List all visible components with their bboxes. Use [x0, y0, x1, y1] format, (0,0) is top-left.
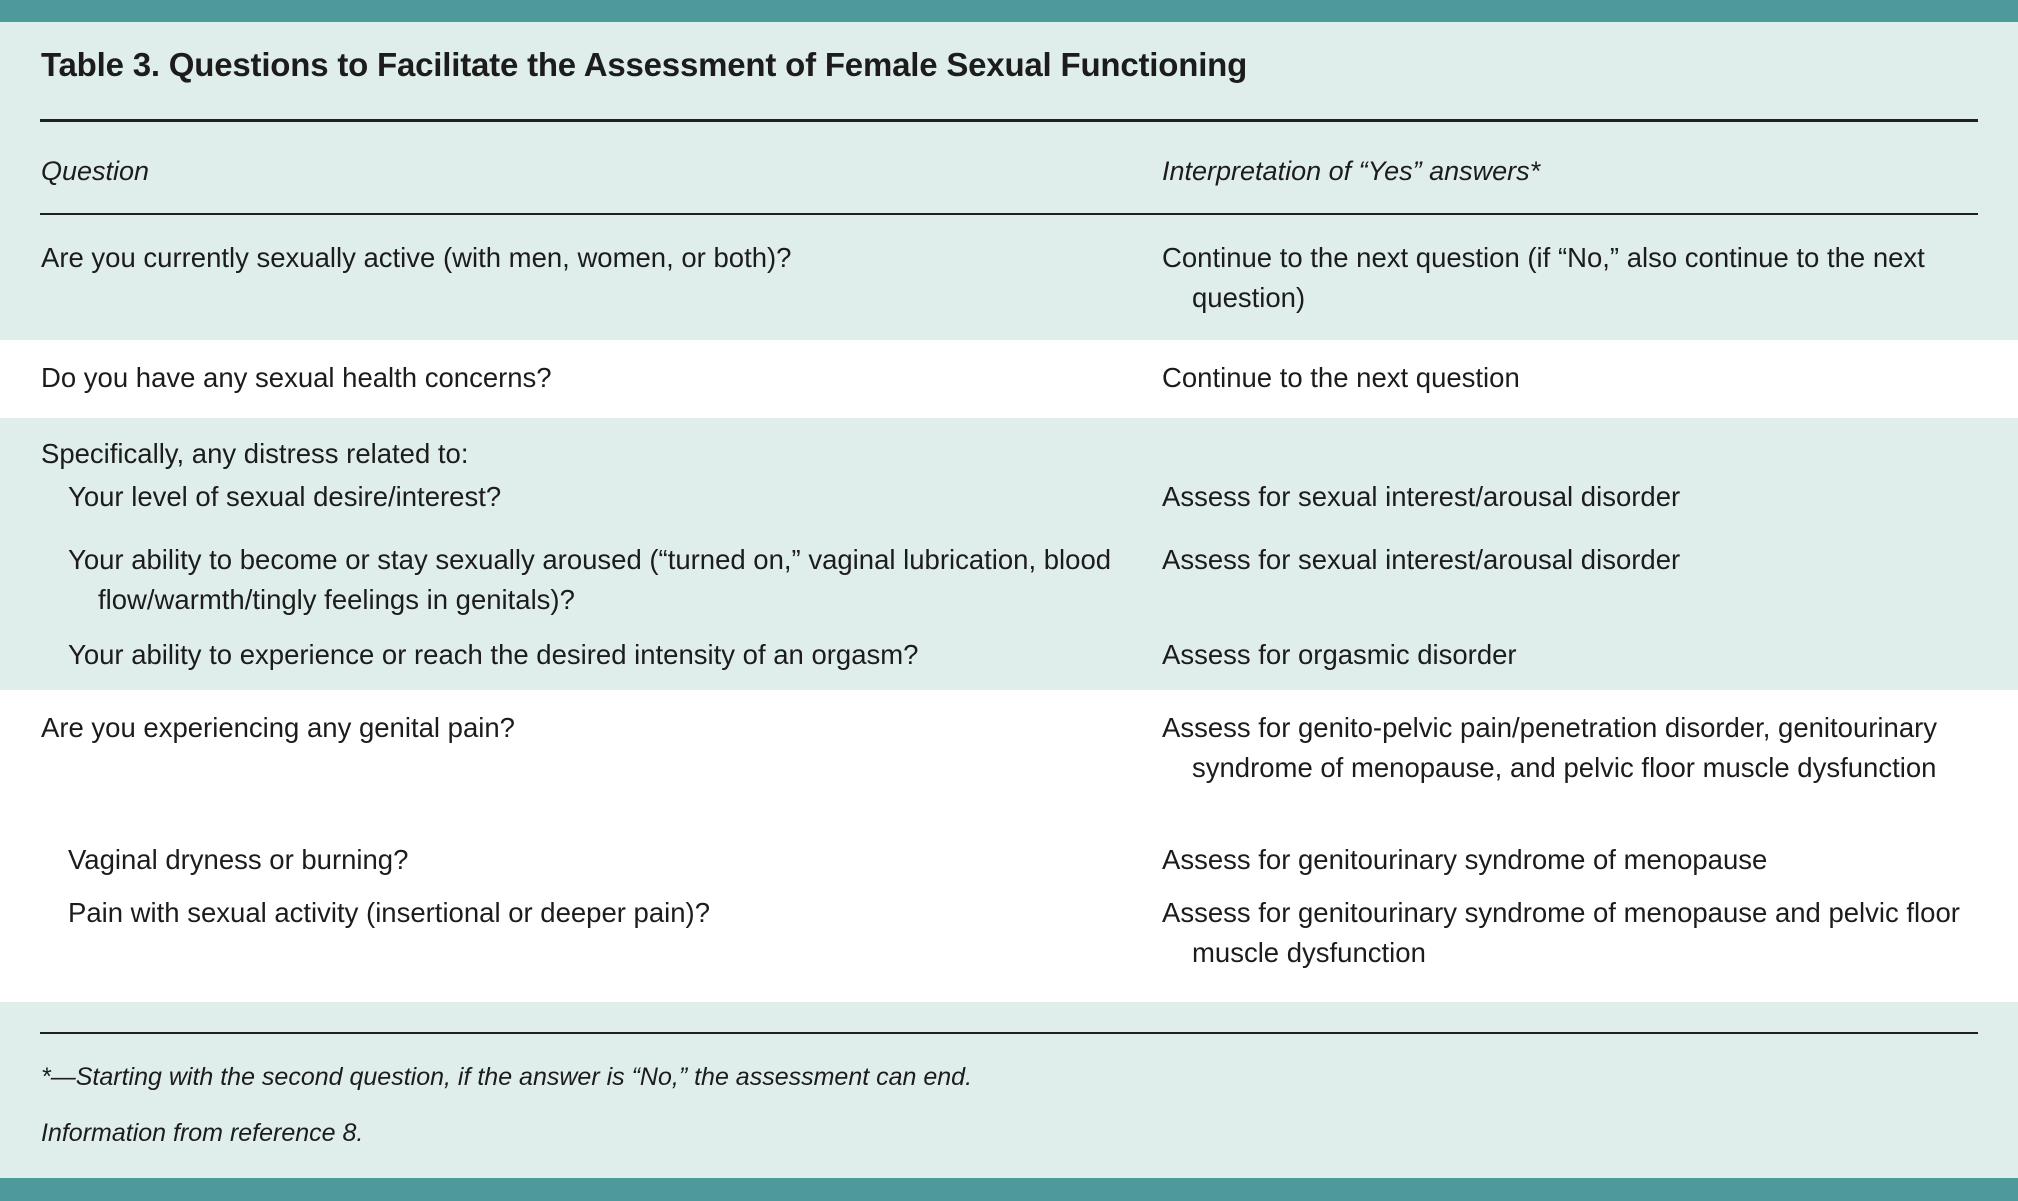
- top-accent-bar: [0, 0, 2018, 22]
- row-4-sub-2-answer: Assess for genitourinary syndrome of men…: [1162, 897, 1960, 968]
- row-3-sub-2-answer: Assess for sexual interest/arousal disor…: [1162, 544, 1681, 575]
- header-divider-rule: [40, 213, 1978, 215]
- row-4-lead: Are you experiencing any genital pain?: [41, 712, 515, 743]
- row-band-3: [0, 418, 2018, 690]
- row-1-answer: Continue to the next question (if “No,” …: [1162, 242, 1925, 313]
- footnote-divider-rule: [40, 1032, 1978, 1034]
- row-1-question: Are you currently sexually active (with …: [41, 242, 792, 273]
- row-3-sub-3-answer: Assess for orgasmic disorder: [1162, 639, 1517, 670]
- row-4-lead-answer: Assess for genito-pelvic pain/penetratio…: [1162, 712, 1938, 783]
- row-3-sub-2-question: Your ability to become or stay sexually …: [68, 544, 1112, 615]
- row-4-sub-1-question: Vaginal dryness or burning?: [68, 844, 409, 875]
- row-band-1: [0, 22, 2018, 340]
- footnote-band: [0, 1002, 2018, 1178]
- table-title: Table 3. Questions to Facilitate the Ass…: [41, 46, 1248, 83]
- row-3-lead: Specifically, any distress related to:: [41, 438, 469, 469]
- bottom-accent-bar: [0, 1178, 2018, 1201]
- row-band-4: [0, 690, 2018, 1002]
- column-header-question: Question: [41, 156, 150, 186]
- footnote-asterisk: *—Starting with the second question, if …: [41, 1063, 973, 1091]
- row-2-answer: Continue to the next question: [1162, 362, 1520, 393]
- row-4-sub-1-answer: Assess for genitourinary syndrome of men…: [1162, 844, 1768, 875]
- row-3-sub-1-answer: Assess for sexual interest/arousal disor…: [1162, 481, 1681, 512]
- footnote-source: Information from reference 8.: [41, 1119, 364, 1147]
- row-3-sub-1-question: Your level of sexual desire/interest?: [68, 481, 502, 512]
- row-band-2: [0, 340, 2018, 418]
- title-divider-rule: [40, 119, 1978, 122]
- column-header-interpretation: Interpretation of “Yes” answers*: [1162, 156, 1541, 186]
- row-2-question: Do you have any sexual health concerns?: [41, 362, 552, 393]
- row-3-sub-3-question: Your ability to experience or reach the …: [68, 639, 919, 670]
- row-4-sub-2-question: Pain with sexual activity (insertional o…: [68, 897, 710, 928]
